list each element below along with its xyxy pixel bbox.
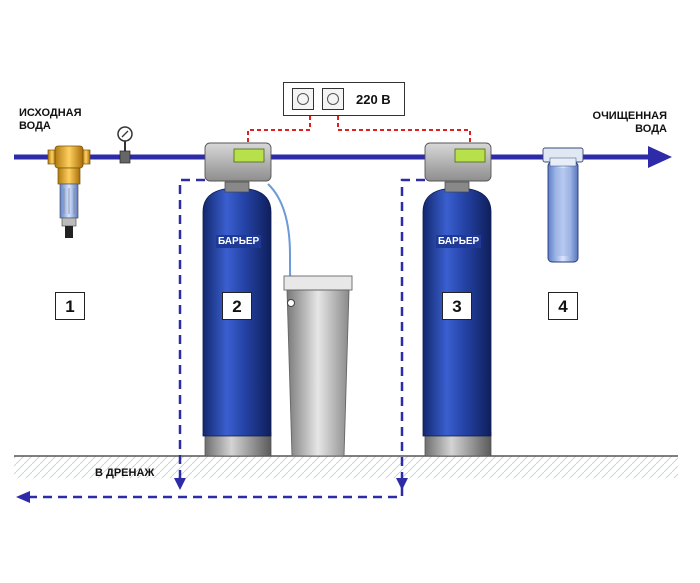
brand-logo-tank-2: БАРЬЕР — [216, 235, 262, 248]
unit-number-1: 1 — [55, 292, 85, 320]
cartridge-filter — [542, 147, 584, 263]
power-outlet-block: 220 В — [283, 82, 405, 116]
pressure-gauge-icon — [117, 126, 133, 164]
source-water-line-1: ИСХОДНАЯ — [19, 107, 82, 119]
source-water-label: ИСХОДНАЯ ВОДА — [19, 107, 82, 133]
voltage-label: 220 В — [356, 92, 391, 107]
brand-logo-tank-3: БАРЬЕР — [436, 235, 482, 248]
arrow-down-icon — [396, 478, 408, 490]
unit-number-2: 2 — [222, 292, 252, 320]
drain-label: В ДРЕНАЖ — [95, 467, 155, 479]
unit-number-4: 4 — [548, 292, 578, 320]
prefilter — [47, 145, 91, 238]
purified-water-line-1: ОЧИЩЕННАЯ — [592, 110, 667, 122]
arrow-left-icon — [16, 491, 30, 503]
purified-water-line-2: ВОДА — [635, 123, 667, 135]
brine-tank — [267, 183, 353, 457]
arrow-down-icon — [174, 478, 186, 490]
drain-lines — [30, 178, 425, 499]
power-socket-icon — [322, 88, 344, 110]
power-socket-icon — [292, 88, 314, 110]
electric-lines — [247, 116, 471, 146]
arrow-right-icon — [648, 146, 672, 168]
unit-number-3: 3 — [442, 292, 472, 320]
purified-water-label: ОЧИЩЕННАЯ ВОДА — [583, 110, 667, 136]
source-water-line-2: ВОДА — [19, 120, 51, 132]
